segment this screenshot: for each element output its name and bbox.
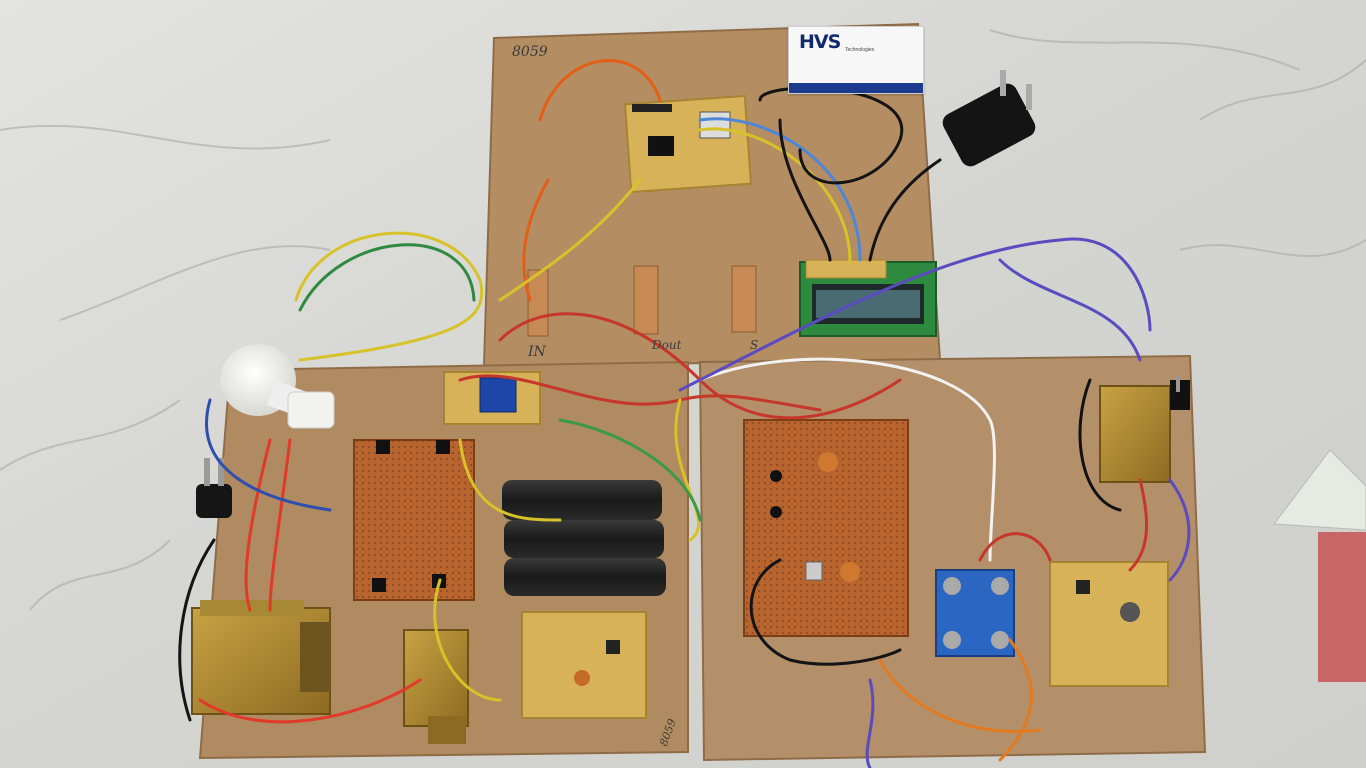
business-card-footer <box>789 83 923 93</box>
output-label: Dout <box>652 338 682 352</box>
power-plug <box>196 458 232 518</box>
large-transformer <box>191 600 331 715</box>
business-card-logo: HVS <box>799 31 841 53</box>
small-transformer <box>403 629 469 744</box>
switch-perfboard <box>353 439 475 601</box>
output-pcb <box>1049 561 1169 687</box>
right-transformer <box>1099 376 1190 483</box>
s-label: S <box>750 338 759 352</box>
top-board-id: 8059 <box>512 44 548 60</box>
relay <box>479 377 517 413</box>
business-card: HVS Technologies <box>788 26 924 94</box>
battery-pack <box>502 480 666 596</box>
plastic-triangle <box>1273 449 1366 531</box>
phone-charger <box>942 70 1036 167</box>
sensor-module-right <box>731 265 757 333</box>
business-card-tagline: Technologies <box>845 47 875 53</box>
input-label: IN <box>528 344 546 360</box>
sensor-module-mid <box>633 265 659 335</box>
light-bulb <box>220 344 335 429</box>
marble-veins <box>0 29 1366 611</box>
regulator-pcb <box>521 611 647 719</box>
